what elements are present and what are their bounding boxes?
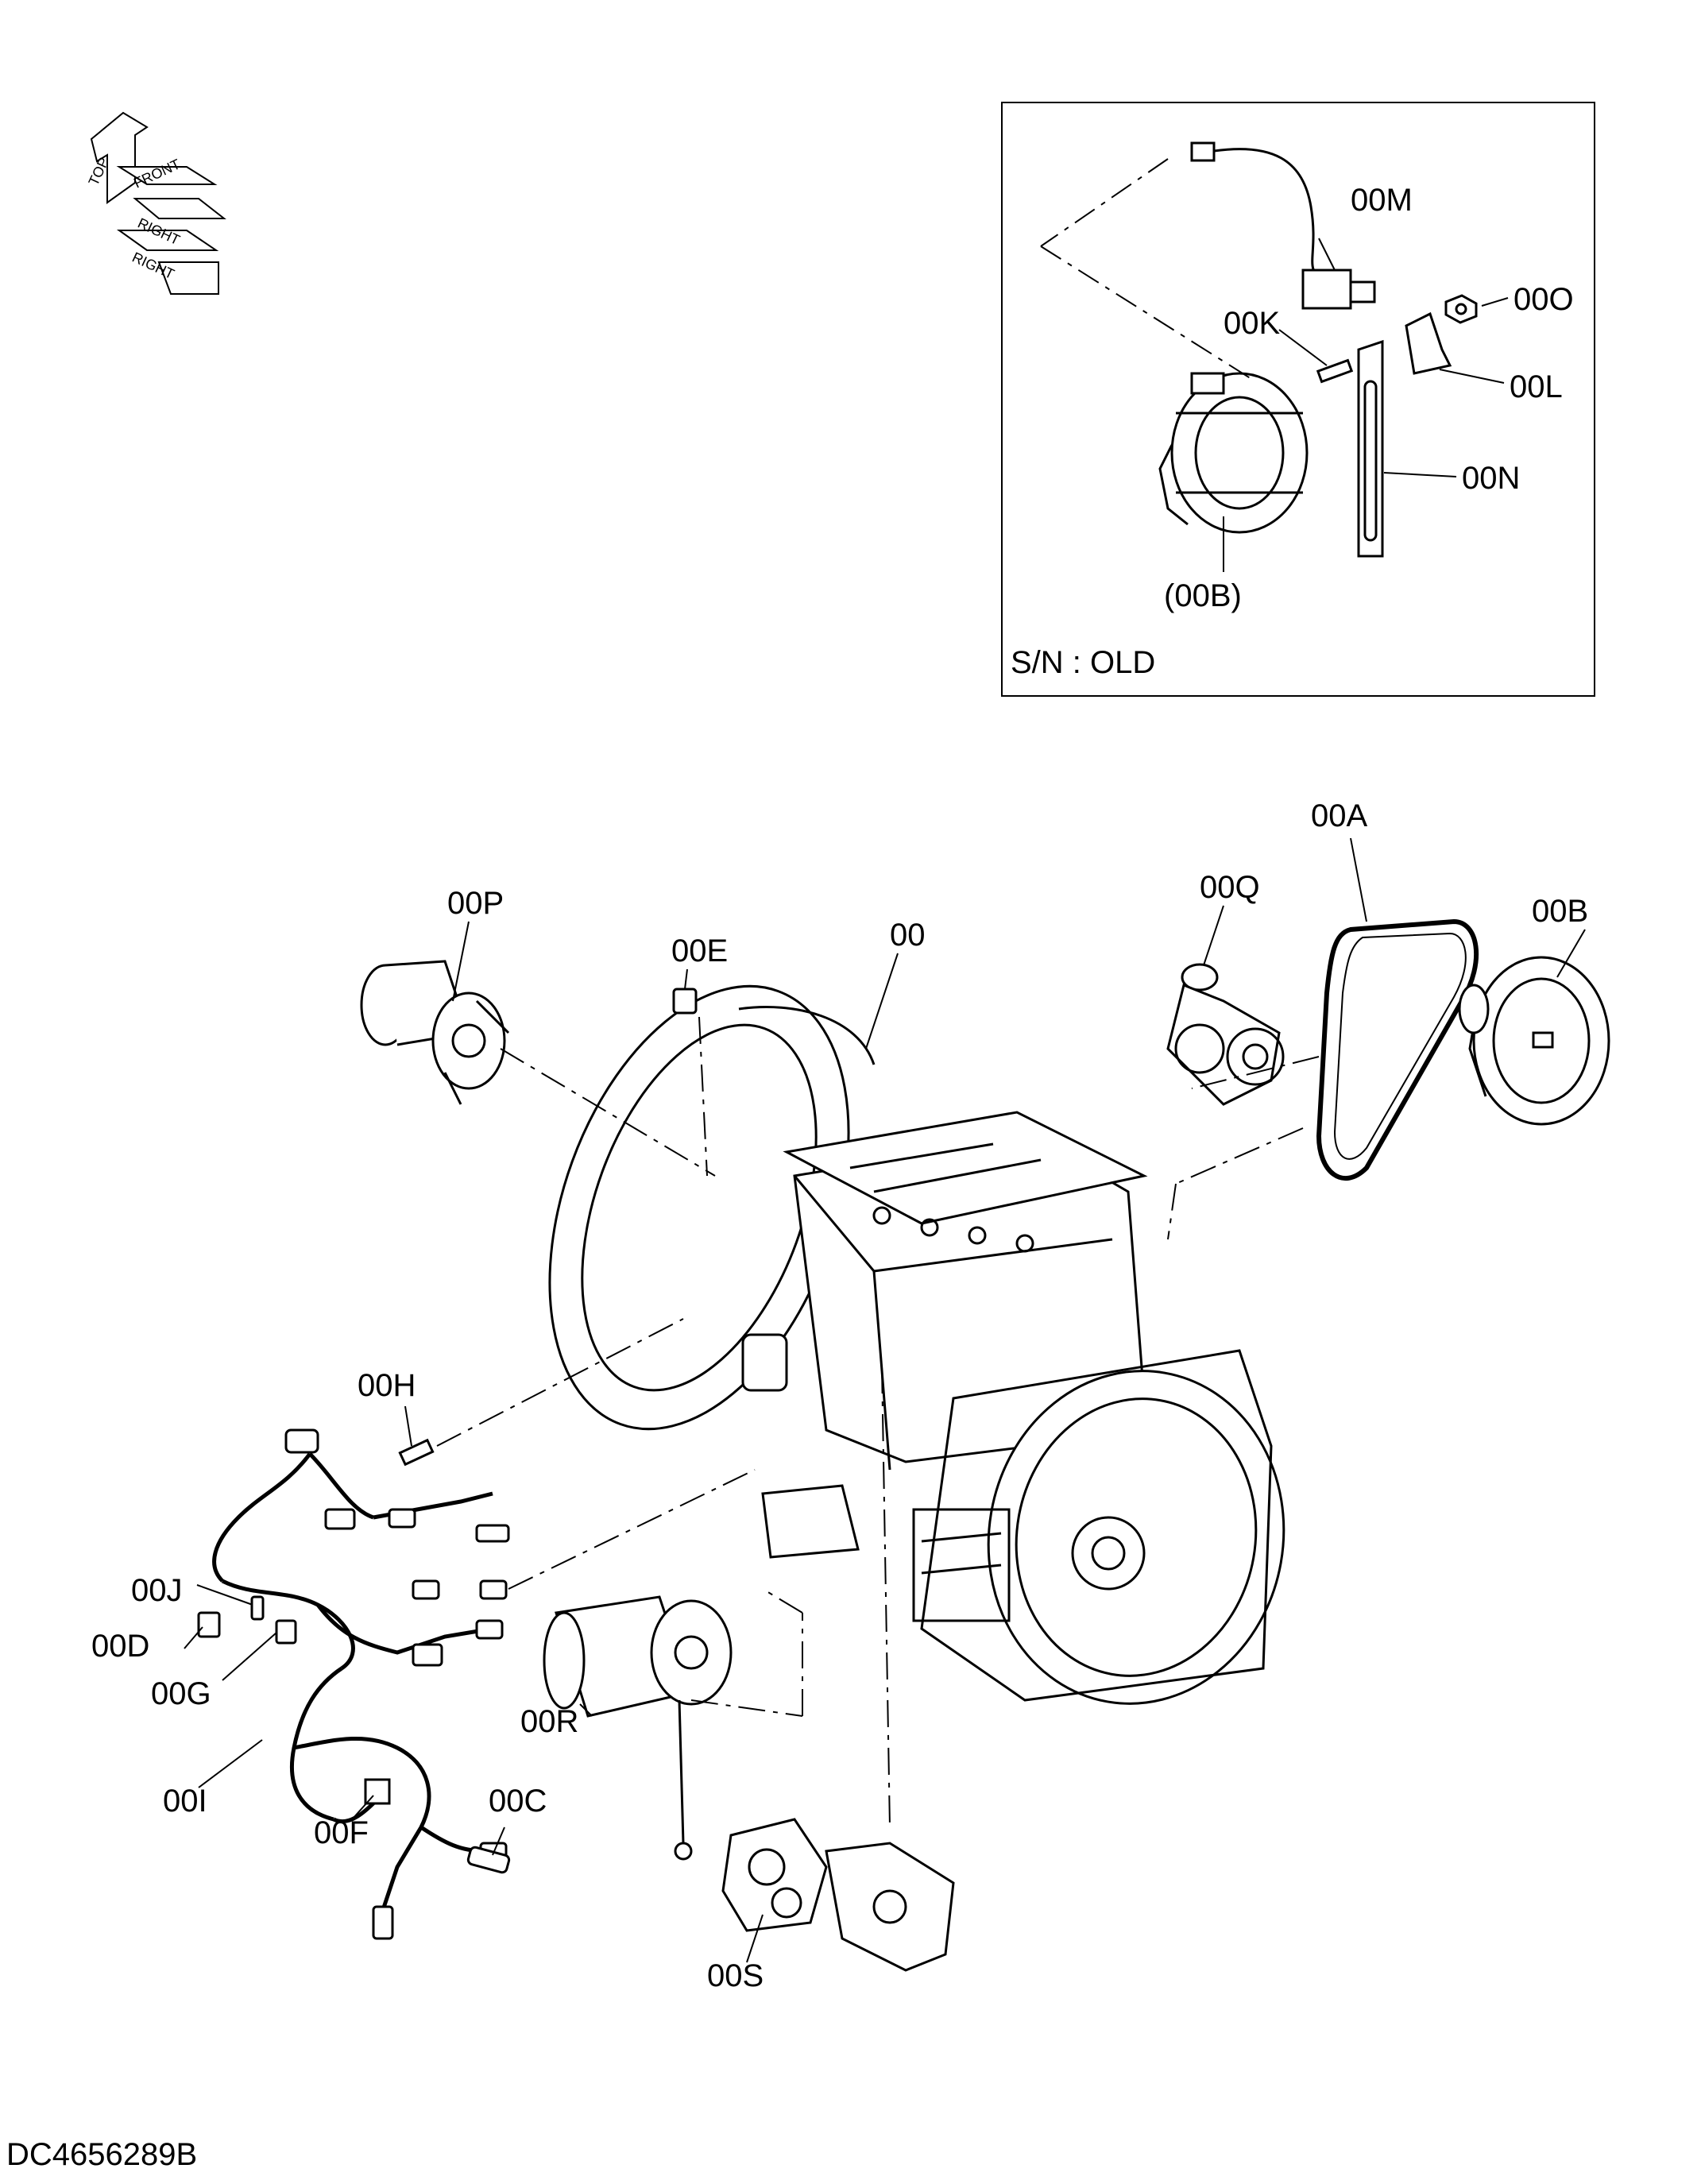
callout-00p: 00P	[447, 886, 505, 921]
callout-00i: 00I	[163, 1784, 207, 1819]
callout-00e: 00E	[671, 934, 729, 968]
main-dashed-lines	[436, 1016, 1320, 1828]
callout-00k: 00K	[1224, 306, 1281, 341]
callout-00r: 00R	[520, 1704, 579, 1739]
drawing-id: DC4656289B	[6, 2137, 198, 2172]
crank-sensor-icon	[466, 1846, 511, 1874]
injection-pump-icon	[721, 1818, 955, 1972]
callout-00b: 00B	[1532, 894, 1589, 929]
inset-bracket-icon	[1405, 311, 1452, 375]
v-belt-icon	[1316, 918, 1479, 1181]
alternator-icon	[1458, 956, 1610, 1126]
callout-00d: 00D	[91, 1629, 150, 1664]
callout-00b-paren: (00B)	[1164, 578, 1242, 613]
harness-connectors	[284, 1428, 510, 1940]
callout-00l: 00L	[1510, 369, 1563, 404]
callout-00g: 00G	[151, 1676, 211, 1711]
air-cleaner-icon	[360, 960, 510, 1105]
orientation-key-icon: TOP FRONT RIGHT RIGHT	[85, 111, 226, 295]
callout-00j: 00J	[131, 1573, 183, 1608]
callout-00a: 00A	[1311, 798, 1368, 833]
callout-00m: 00M	[1351, 183, 1413, 218]
inset-adjusting-bar-icon	[1357, 339, 1384, 558]
callout-00s: 00S	[707, 1958, 764, 1993]
main-leader-lines	[184, 837, 1586, 1963]
callout-00q: 00Q	[1200, 870, 1260, 905]
callout-00f: 00F	[314, 1815, 369, 1850]
temperature-sensor-icon	[398, 1438, 435, 1467]
callout-00h: 00H	[358, 1368, 416, 1403]
callout-00: 00	[890, 918, 926, 953]
starter-motor-icon	[543, 1595, 733, 1861]
inset-pin-icon	[1316, 358, 1354, 384]
engine-block-icon	[548, 984, 1285, 1705]
inset-connector-harness	[1190, 141, 1376, 310]
water-pump-icon	[1166, 963, 1285, 1106]
callout-00o: 00O	[1514, 282, 1574, 317]
orientation-right-label-2: RIGHT	[130, 249, 176, 282]
callout-00n: 00N	[1462, 461, 1521, 496]
inset-frame	[1001, 102, 1595, 697]
small-sensors-icon	[197, 1595, 297, 1645]
inset-caption: S/N : OLD	[1011, 645, 1156, 680]
orientation-front-label: FRONT	[131, 156, 183, 191]
callout-00c: 00C	[489, 1784, 547, 1819]
inset-alternator-icon	[1158, 372, 1309, 534]
inset-nut-icon	[1444, 294, 1478, 324]
cap-icon	[672, 988, 698, 1015]
inset-leader-lines	[1040, 158, 1509, 572]
